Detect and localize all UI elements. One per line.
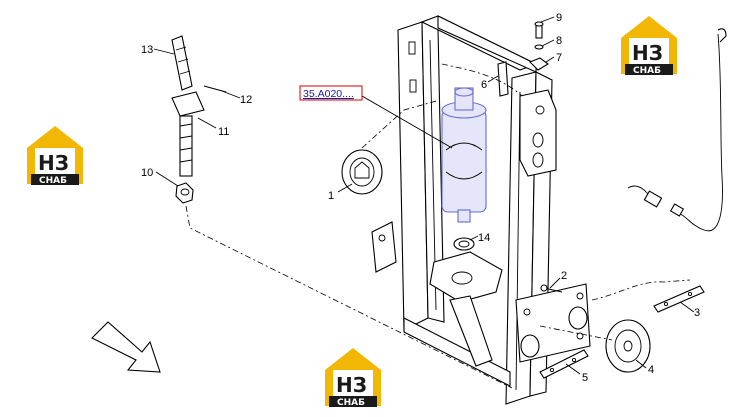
watermark-letters: НЗ [38, 151, 69, 175]
hydraulic-cylinder-highlighted [441, 87, 487, 223]
callout-7: 7 [556, 52, 562, 64]
dashed-assembly-path-bottom [539, 325, 613, 341]
watermark-caption: СНАБ [337, 398, 365, 408]
dashed-assembly-path-roller [361, 99, 441, 149]
callout-6: 6 [481, 79, 487, 91]
reference-label[interactable]: 35.A020.... [303, 88, 354, 100]
part-4-roller [605, 319, 651, 373]
part-14-seal [453, 237, 475, 251]
watermark-caption: СНАБ [633, 66, 661, 76]
callout-9: 9 [556, 12, 562, 24]
watermark-logo-top-right: НЗ СНАБ [621, 16, 677, 76]
dashed-assembly-path-left [185, 205, 513, 389]
watermark-letters: НЗ [336, 373, 367, 397]
watermark-letters: НЗ [632, 41, 663, 65]
part-1-roller [341, 149, 383, 195]
dashed-assembly-path-right [591, 279, 691, 301]
part-9-8-7-bolt-set [529, 21, 549, 71]
orientation-arrow-icon [91, 321, 161, 373]
leader-lines [153, 16, 695, 375]
part-11-screw [171, 91, 205, 177]
part-6-plate [497, 61, 509, 97]
callout-12: 12 [240, 94, 252, 106]
part-10-nut [175, 182, 194, 204]
callout-2: 2 [561, 270, 567, 282]
part-3-bar [653, 285, 705, 313]
dashed-assembly-path-top [441, 63, 523, 97]
callout-1: 1 [328, 190, 334, 202]
callout-5: 5 [582, 372, 588, 384]
callout-11: 11 [218, 126, 229, 138]
part-2-bolt [540, 284, 563, 293]
callout-14: 14 [478, 232, 490, 244]
watermark-caption: СНАБ [39, 176, 67, 186]
watermark-logo-left: НЗ СНАБ [27, 126, 83, 186]
reference-box[interactable] [299, 85, 363, 101]
part-5-bar [539, 349, 589, 379]
callout-10: 10 [141, 167, 153, 179]
callout-13: 13 [141, 44, 153, 56]
watermark-logo-bottom: НЗ СНАБ [325, 348, 381, 408]
mast-frame [371, 15, 591, 405]
callout-3: 3 [694, 307, 700, 319]
part-13-chain [171, 35, 193, 91]
callout-8: 8 [556, 35, 562, 47]
hose-cable-assembly [627, 28, 727, 232]
callout-4: 4 [648, 364, 654, 376]
lower-rollers [520, 306, 588, 358]
